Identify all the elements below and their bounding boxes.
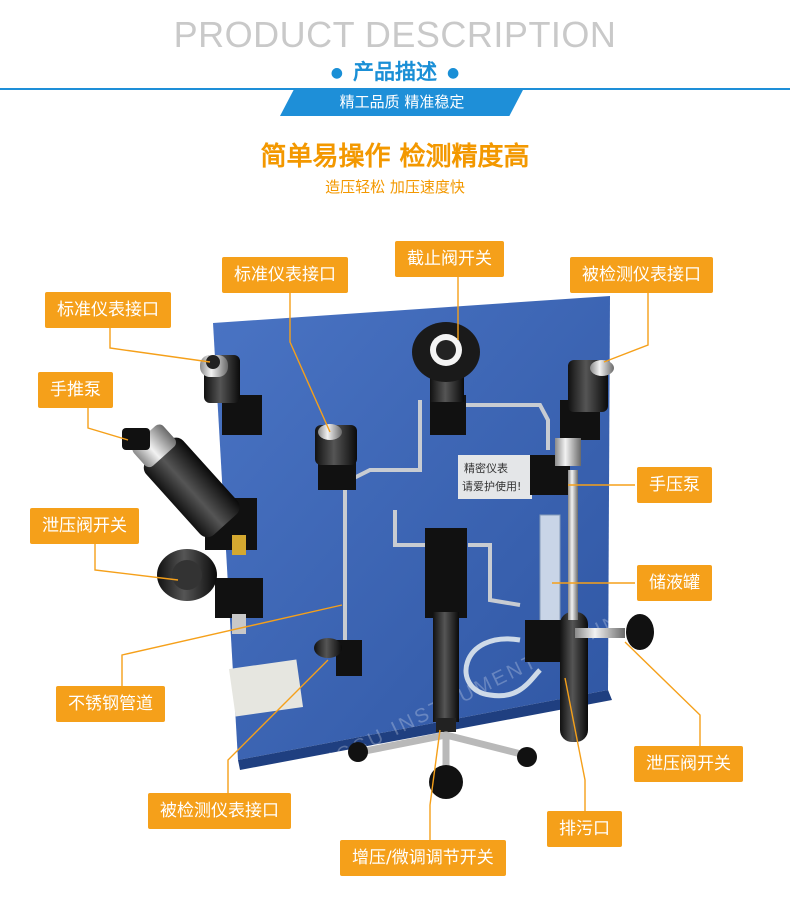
callout-test-gauge-bottom: 被检测仪表接口 [148, 793, 291, 829]
callout-fine-adjust: 增压/微调调节开关 [340, 840, 506, 876]
callout-hand-push-pump: 手推泵 [38, 372, 113, 408]
subheadline: 造压轻松 加压速度快 [325, 178, 465, 196]
callout-drain: 排污口 [547, 811, 622, 847]
header-subtitle: 产品描述 [353, 60, 437, 84]
callout-relief-valve-right: 泄压阀开关 [634, 746, 743, 782]
callout-stop-valve: 截止阀开关 [395, 241, 504, 277]
callout-relief-valve-left: 泄压阀开关 [30, 508, 139, 544]
callout-hand-pressure-pump: 手压泵 [637, 467, 712, 503]
panel-edge [238, 690, 612, 770]
bullet-icon: ● [330, 65, 343, 81]
warning-label-line2: 请爱护使用! [462, 480, 522, 493]
callout-std-gauge-left: 标准仪表接口 [45, 292, 171, 328]
base-panel [213, 296, 610, 760]
callout-test-gauge-top: 被检测仪表接口 [570, 257, 713, 293]
header-band: 精工品质 精准稳定 [280, 88, 524, 116]
callout-steel-pipe: 不锈钢管道 [56, 686, 165, 722]
nameplate [228, 659, 304, 717]
callout-reservoir: 储液罐 [637, 565, 712, 601]
warning-label [458, 455, 532, 499]
header-subtitle-row: ● 产品描述 ● [0, 56, 790, 86]
headline: 简单易操作 检测精度高 [260, 142, 530, 172]
header-title: PRODUCT DESCRIPTION [173, 14, 617, 55]
leader-lines [87, 277, 701, 843]
clear-tube [463, 636, 542, 699]
warning-label-line1: 精密仪表 [464, 462, 508, 475]
bullet-icon: ● [447, 65, 460, 81]
callout-std-gauge-top: 标准仪表接口 [222, 257, 348, 293]
